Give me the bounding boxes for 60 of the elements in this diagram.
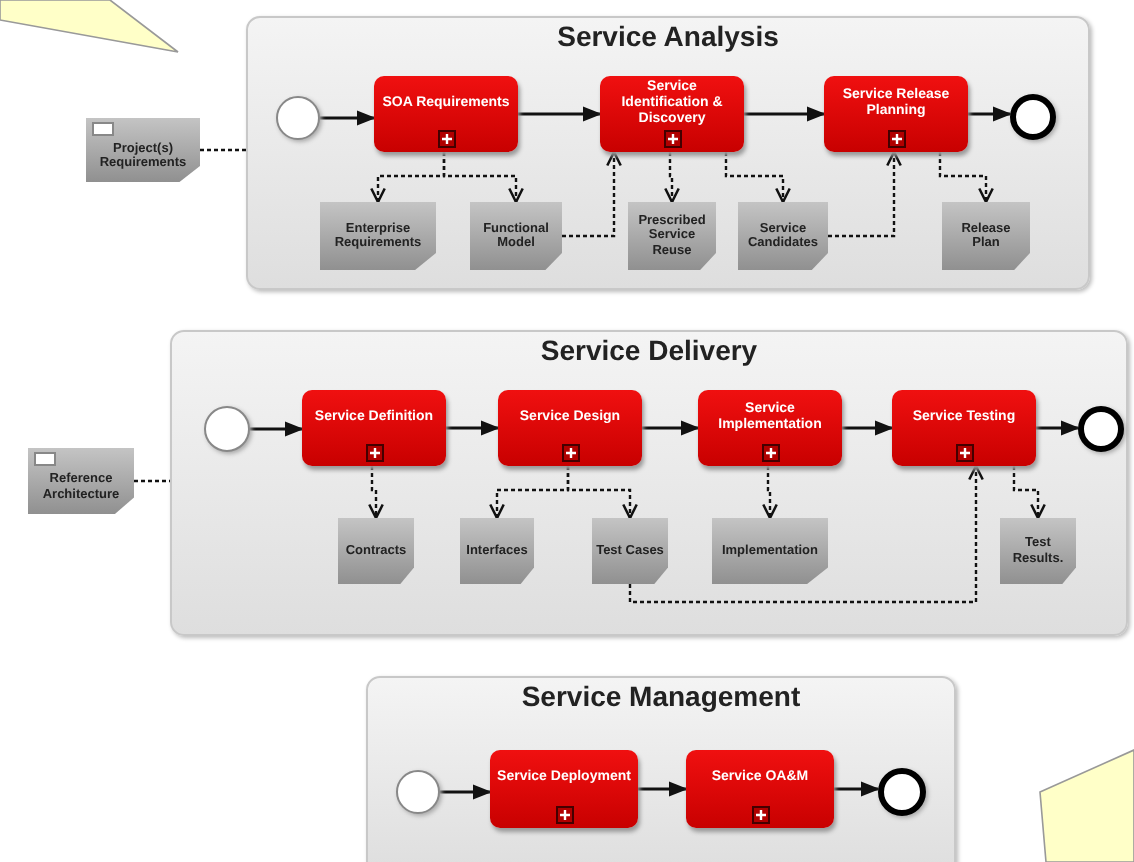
dashed-arrow (562, 150, 622, 238)
pool-title: Service Delivery (538, 334, 760, 366)
task-box (498, 390, 642, 466)
end-event-circle (878, 768, 926, 816)
sequence-arrow (440, 784, 492, 800)
data-reference (86, 118, 200, 182)
dashed-arrow (566, 466, 638, 520)
data-reference (28, 448, 134, 514)
dashed-arrow (664, 152, 680, 204)
data-object (712, 518, 828, 584)
data-object (942, 202, 1030, 270)
data-object (1000, 518, 1076, 584)
sequence-arrow (1036, 420, 1080, 436)
sequence-arrow (642, 420, 700, 436)
dashed-arrow (628, 464, 984, 604)
pool-panel (170, 330, 1128, 636)
task-box (490, 750, 638, 828)
dashed-arrow (368, 466, 384, 520)
association-line (200, 148, 246, 152)
data-object (628, 202, 716, 270)
start-event-circle (396, 770, 440, 814)
task-box (374, 76, 518, 152)
callout-shape (1038, 748, 1134, 862)
sequence-arrow (638, 781, 688, 797)
task-box (698, 390, 842, 466)
task-box (892, 390, 1036, 466)
task-box (600, 76, 744, 152)
sequence-arrow (842, 420, 894, 436)
dashed-arrow (724, 152, 791, 204)
data-object (460, 518, 534, 584)
sequence-arrow (968, 106, 1012, 122)
sequence-arrow (744, 106, 826, 122)
start-event-circle (276, 96, 320, 140)
data-object (320, 202, 436, 270)
end-event-circle (1010, 94, 1056, 140)
callout-shape (0, 0, 180, 54)
end-event-circle (1078, 406, 1124, 452)
dashed-arrow (938, 152, 994, 204)
dashed-arrow (828, 150, 902, 238)
task-box (686, 750, 834, 828)
data-object (470, 202, 562, 270)
pool-title: Service Management (519, 680, 803, 712)
sequence-arrow (250, 421, 304, 437)
sequence-arrow (320, 110, 376, 126)
start-event-circle (204, 406, 250, 452)
data-object (338, 518, 414, 584)
data-object (738, 202, 828, 270)
sequence-arrow (834, 781, 880, 797)
sequence-arrow (518, 106, 602, 122)
pool-panel (366, 676, 956, 862)
dashed-arrow (1012, 466, 1046, 520)
pool-panel (246, 16, 1090, 290)
dashed-arrow (442, 152, 524, 204)
task-box (824, 76, 968, 152)
association-line (134, 479, 170, 483)
data-object (592, 518, 668, 584)
task-box (302, 390, 446, 466)
sequence-arrow (446, 420, 500, 436)
dashed-arrow (762, 466, 778, 520)
pool-title: Service Analysis (555, 20, 781, 52)
